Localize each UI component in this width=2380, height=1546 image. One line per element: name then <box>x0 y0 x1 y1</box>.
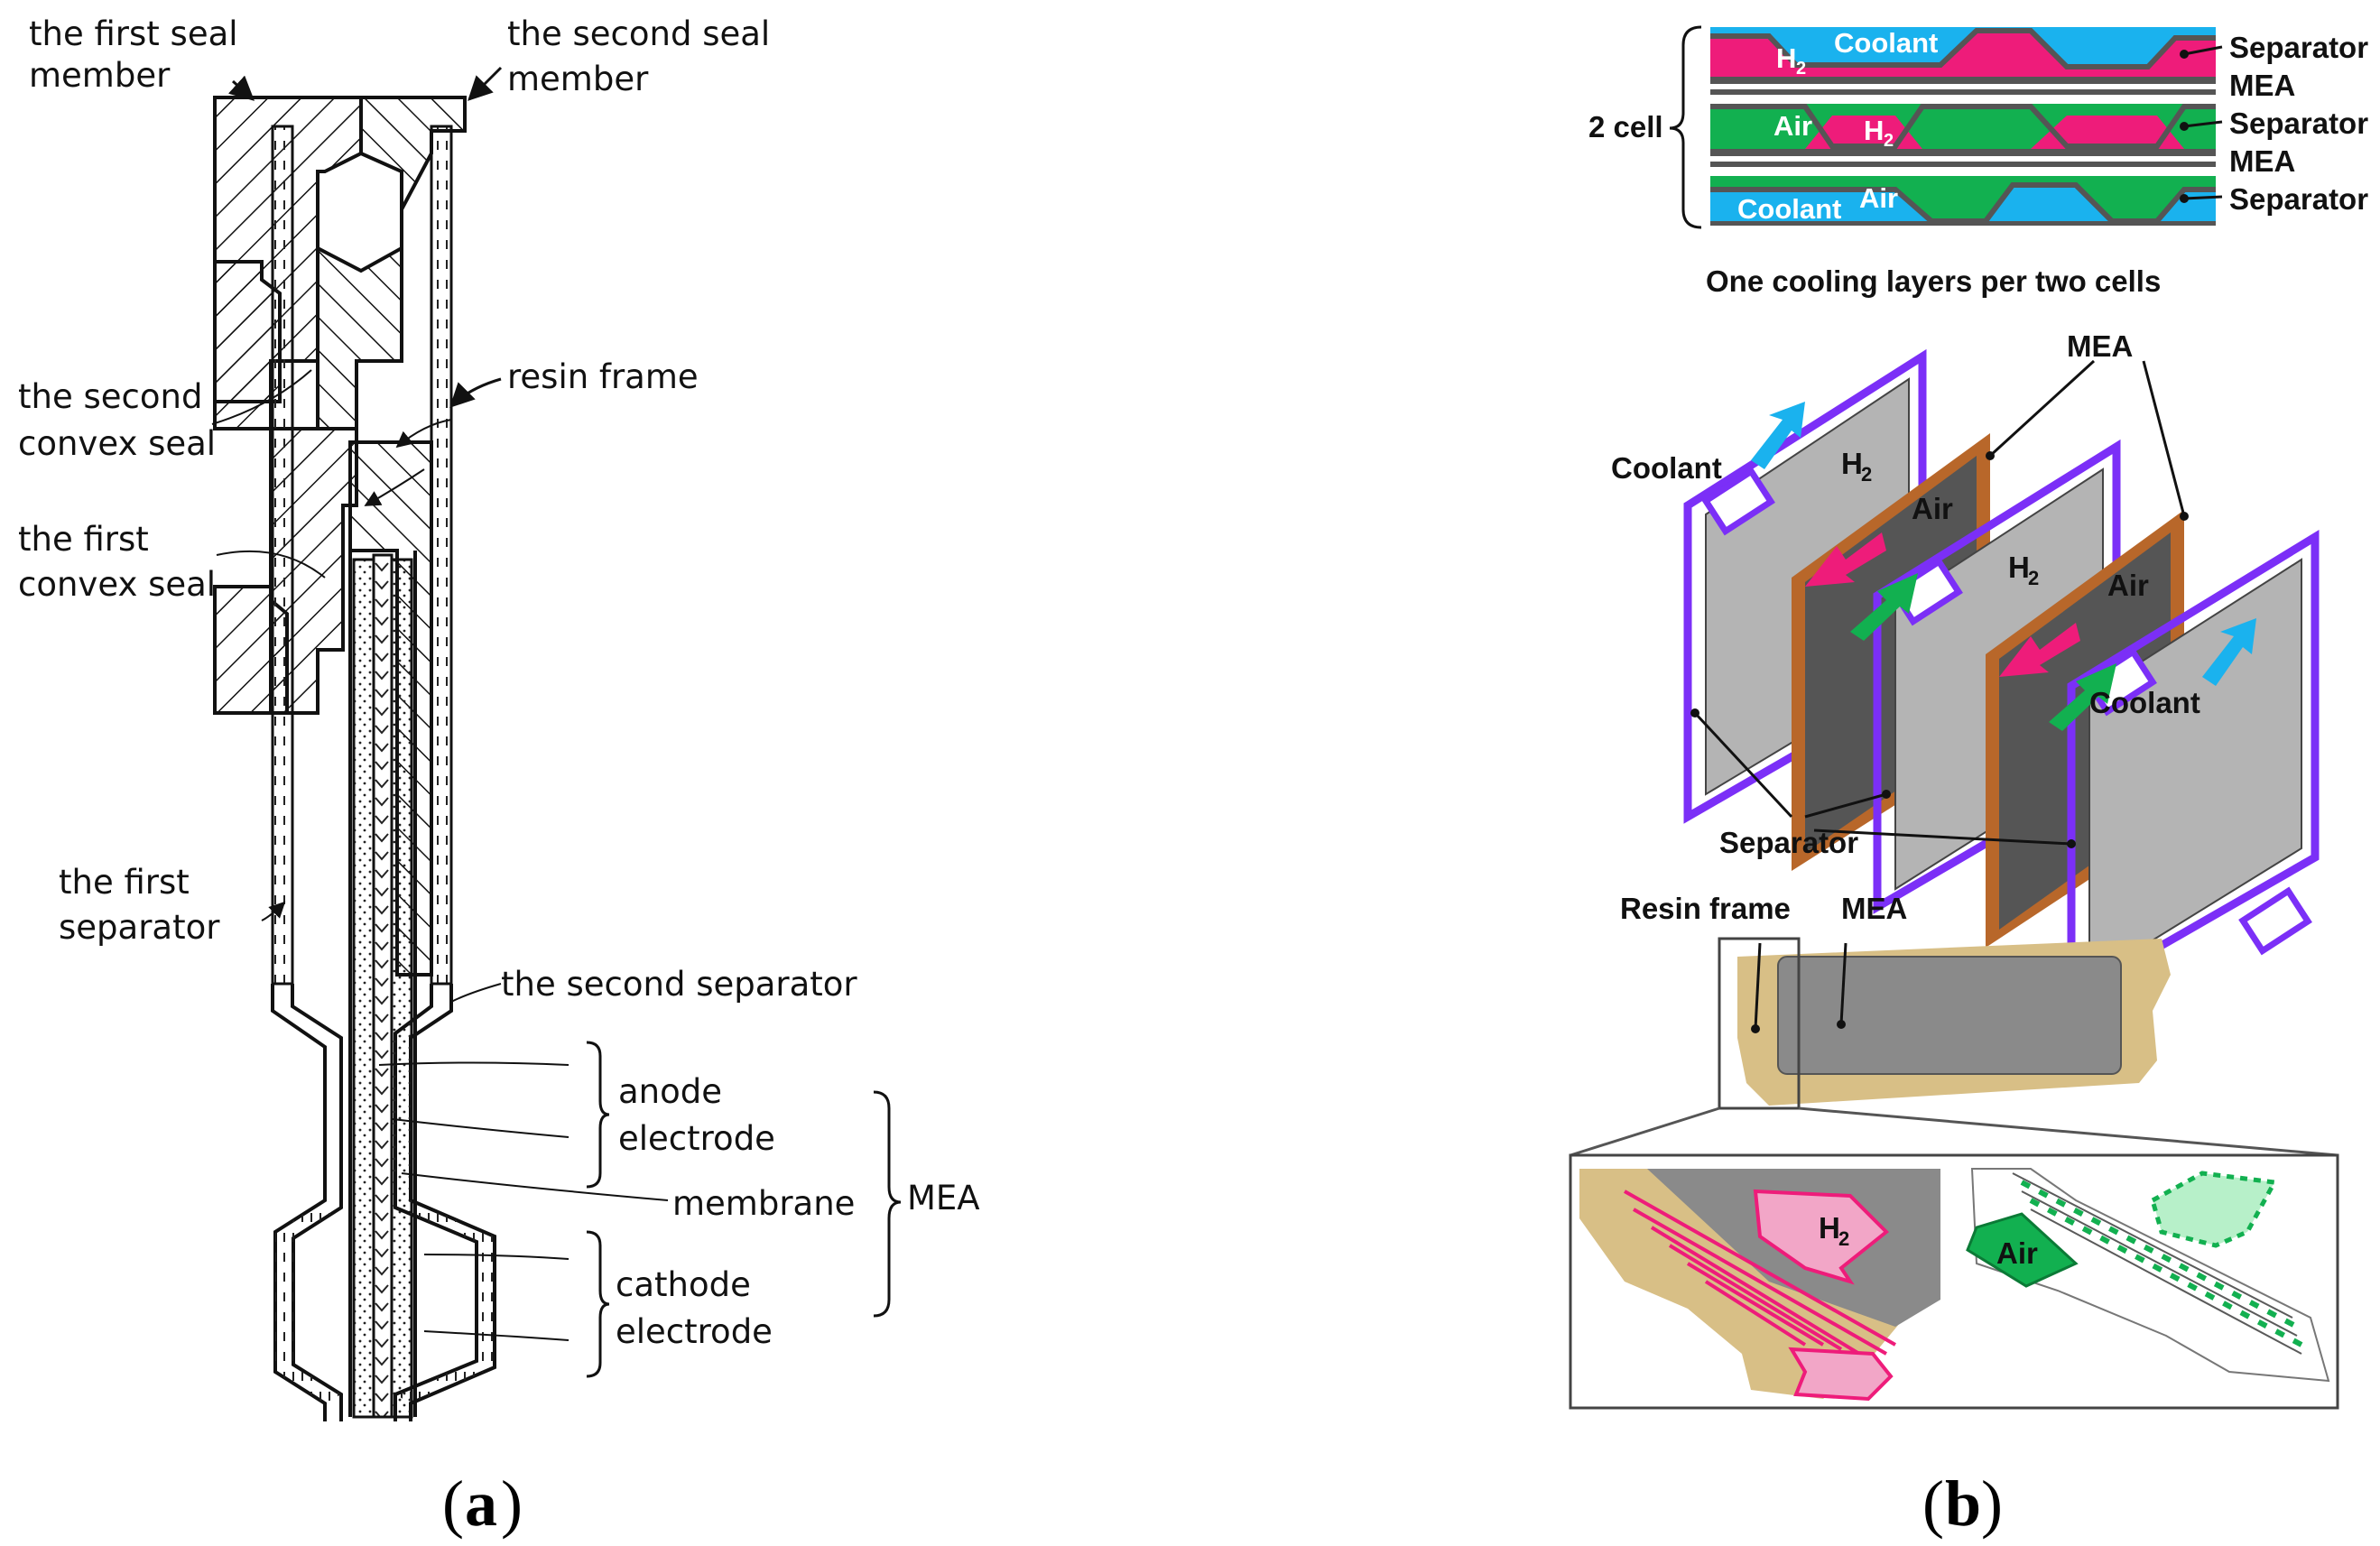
panel-a-braces <box>586 1041 902 1378</box>
exploded-h2-2: H <box>2008 551 2030 584</box>
panel-a-leaders <box>211 66 669 1341</box>
stack-cell-label: 2 cell <box>1588 110 1663 143</box>
label-second-seal-member-2: member <box>507 60 649 98</box>
detail-h2-channels: H 2 <box>1579 1169 1940 1402</box>
mea-area <box>1777 956 2122 1075</box>
coolant-arrow-1 <box>1751 402 1805 469</box>
flow-arrows <box>1751 402 2256 731</box>
stack-caption: One cooling layers per two cells <box>1706 264 2161 298</box>
label-second-convex-seal-1: the second <box>18 377 202 416</box>
label-first-seal-member-1: the first seal <box>29 14 238 53</box>
label-first-separator-2: separator <box>59 908 220 947</box>
label-second-seal-member-1: the second seal <box>507 14 770 53</box>
caption-a-open: ( <box>442 1467 464 1540</box>
label-second-separator: the second separator <box>501 965 857 1004</box>
stack-air-1: Air <box>1773 110 1812 142</box>
air-outlet-arrow <box>2150 1171 2278 1248</box>
anode-brace <box>586 1041 610 1189</box>
stack-h2-1-sub: 2 <box>1796 59 1806 79</box>
h2-outlet-arrow <box>1788 1347 1894 1402</box>
label-membrane: membrane <box>672 1184 855 1223</box>
panel-a-labels: the first seal member the second seal me… <box>18 14 980 1351</box>
h2-arrow-1 <box>1805 532 1886 587</box>
mea-stack <box>348 551 417 1419</box>
air-arrow-1 <box>1850 573 1918 641</box>
exploded-air-1: Air <box>1912 492 1953 525</box>
detail-air-channels: Air <box>1966 1168 2330 1383</box>
mea-brace <box>873 1090 902 1318</box>
caption-b-letter: b <box>1945 1467 1981 1540</box>
label-cathode-2: electrode <box>616 1312 773 1351</box>
caption-a-letter: a <box>465 1467 497 1540</box>
stack-h2-1: H <box>1776 42 1796 74</box>
label-anode-2: electrode <box>618 1119 775 1158</box>
stack-h2-2-sub: 2 <box>1884 131 1894 151</box>
stack-mea-1: MEA <box>2229 69 2295 102</box>
stack-separator-2: Separator <box>2229 106 2368 140</box>
exploded-view: MEA Coolant H 2 Air H 2 Air Coolant Sepa… <box>1611 329 2320 1004</box>
frame-resin-label: Resin frame <box>1620 892 1791 925</box>
stack-separator-1: Separator <box>2229 31 2368 64</box>
stack-separator-3: Separator <box>2229 182 2368 216</box>
exploded-coolant-2: Coolant <box>2089 686 2200 719</box>
exploded-leaders <box>1690 359 2189 848</box>
label-anode-1: anode <box>618 1072 722 1111</box>
air-arrow-2 <box>2049 663 2116 731</box>
membrane-layer <box>372 553 394 1419</box>
resin-frame-view: Resin frame MEA H <box>1569 892 2339 1410</box>
frame-mea-label: MEA <box>1841 892 1907 925</box>
panel-a: the first seal member the second seal me… <box>18 14 980 1540</box>
h2-inlet-arrow <box>1753 1189 1889 1285</box>
exploded-h2-2-sub: 2 <box>2028 567 2039 589</box>
caption-b-open: ( <box>1922 1467 1944 1540</box>
caption-a-close: ) <box>501 1467 523 1540</box>
exploded-mea: MEA <box>2067 329 2133 363</box>
cathode-electrode-layer <box>390 558 413 1419</box>
label-first-convex-seal-2: convex seal <box>18 565 216 604</box>
coolant-arrow-2 <box>2202 618 2256 686</box>
stack-coolant-1: Coolant <box>1834 27 1938 59</box>
stack-mea-2: MEA <box>2229 144 2295 178</box>
label-second-convex-seal-2: convex seal <box>18 424 216 463</box>
stack-right-leaders <box>2180 45 2223 203</box>
two-cell-brace <box>1669 25 1702 229</box>
exploded-coolant-1: Coolant <box>1611 451 1722 485</box>
label-first-seal-member-2: member <box>29 56 171 95</box>
label-resin-frame: resin frame <box>507 357 699 396</box>
exploded-separator: Separator <box>1719 826 1858 859</box>
hexagon-cavity <box>316 151 403 273</box>
stack-coolant-2: Coolant <box>1737 193 1841 225</box>
exploded-air-2: Air <box>2107 569 2149 602</box>
stack-air-2: Air <box>1859 182 1898 214</box>
air-inlet-arrow <box>1966 1212 2079 1288</box>
frame-air-label: Air <box>1996 1236 2038 1270</box>
separator-bottom-bulge <box>273 1173 496 1421</box>
anode-electrode-layer <box>352 558 375 1419</box>
panel-b: H 2 Coolant Air H 2 Coolant Air Separato… <box>1569 25 2368 1540</box>
h2-arrow-2 <box>1999 623 2080 677</box>
cathode-brace <box>586 1230 610 1378</box>
label-first-separator-1: the first <box>59 863 190 902</box>
stack-h2-2: H <box>1864 115 1884 146</box>
frame-h2-label: H <box>1819 1211 1840 1245</box>
caption-b-close: ) <box>1981 1467 2003 1540</box>
label-cathode-1: cathode <box>616 1265 751 1304</box>
exploded-h2-1: H <box>1841 447 1863 480</box>
stack-section: H 2 Coolant Air H 2 Coolant Air Separato… <box>1588 25 2368 298</box>
exploded-h2-1-sub: 2 <box>1861 463 1872 486</box>
label-first-convex-seal-1: the first <box>18 520 149 559</box>
label-mea: MEA <box>907 1179 980 1217</box>
frame-h2-sub: 2 <box>1838 1227 1849 1250</box>
zoom-box <box>1718 937 1801 1110</box>
